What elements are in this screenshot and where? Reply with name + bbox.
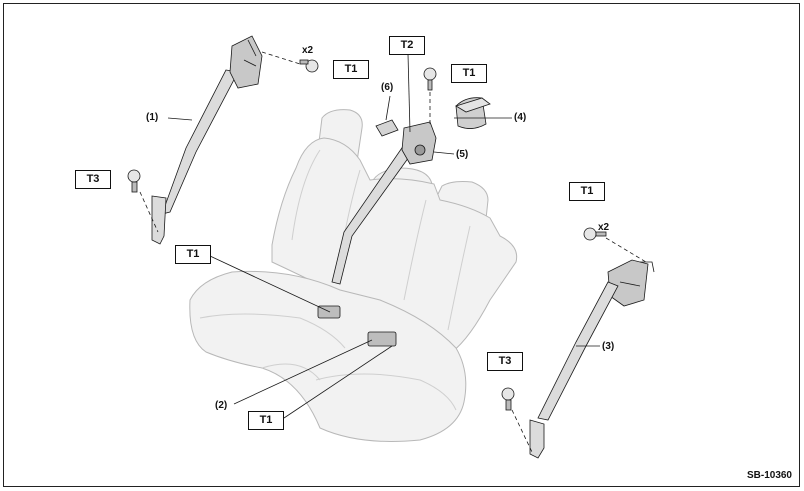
left-belt-assembly <box>151 35 263 245</box>
bolt-bottom-right <box>501 387 515 411</box>
retractor-5 <box>401 121 437 165</box>
torque-label-t1-left: T1 <box>175 245 211 264</box>
qty-label-right: x2 <box>598 222 610 233</box>
part-label-1: (1) <box>146 112 159 123</box>
seat-back <box>271 137 518 353</box>
right-belt-assembly <box>529 259 655 459</box>
torque-label-t1-top: T1 <box>333 60 369 79</box>
bolt-top-left <box>299 59 319 73</box>
cover-6 <box>375 119 399 137</box>
qty-label-top: x2 <box>302 45 314 56</box>
part-label-6: (6) <box>381 82 394 93</box>
part-label-2: (2) <box>215 400 228 411</box>
leader-lines <box>139 51 647 453</box>
part-label-3: (3) <box>602 341 615 352</box>
part-label-4: (4) <box>514 112 527 123</box>
torque-label-t1-center: T1 <box>451 64 487 83</box>
torque-label-t2: T2 <box>389 36 425 55</box>
rear-seat <box>189 109 518 442</box>
figure-code: SB-10360 <box>746 470 792 481</box>
torque-label-t3-left: T3 <box>75 170 111 189</box>
torque-label-t1-bottom: T1 <box>248 411 284 430</box>
bolts <box>127 59 607 411</box>
bolt-top-center <box>423 67 437 91</box>
bolt-right <box>583 227 607 241</box>
belt-guide-4 <box>455 97 491 129</box>
torque-label-t3-right: T3 <box>487 352 523 371</box>
part-label-5: (5) <box>456 149 469 160</box>
torque-label-t1-right: T1 <box>569 182 605 201</box>
bolt-left <box>127 169 141 193</box>
